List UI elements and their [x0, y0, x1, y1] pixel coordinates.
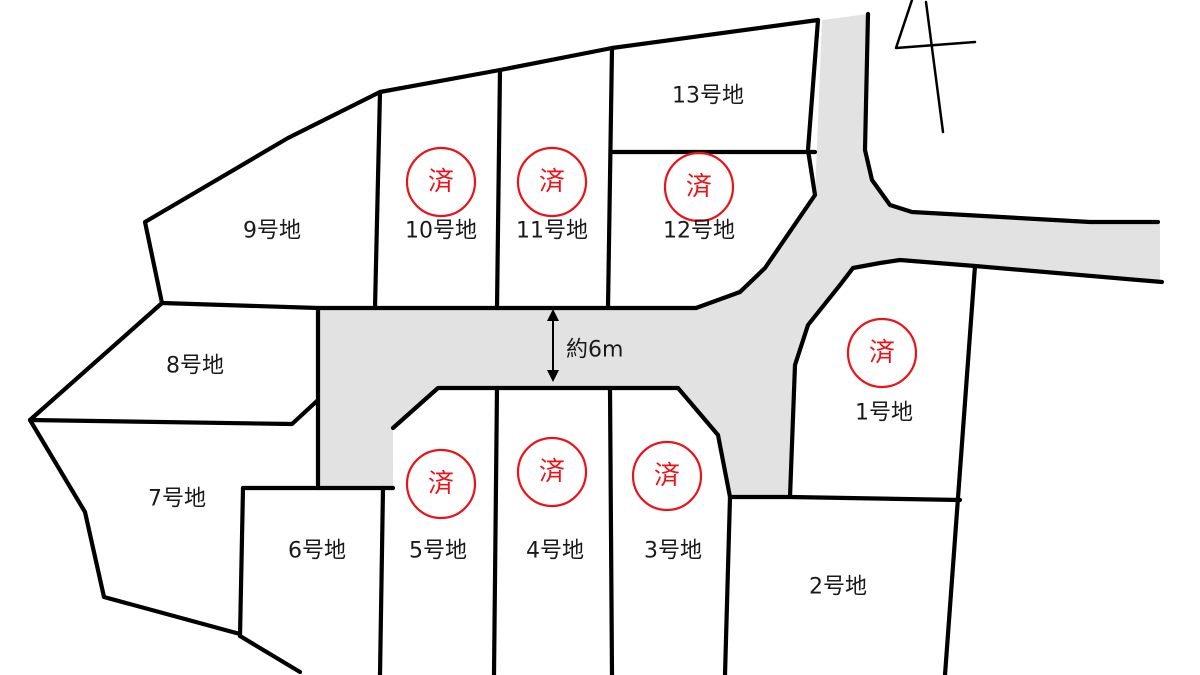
lot-label-4: 4号地	[526, 539, 584, 564]
sold-mark-text: 済	[428, 469, 454, 499]
sold-mark-lot-1: 済	[846, 317, 918, 389]
sold-mark-lot-5: 済	[405, 448, 477, 520]
lot-label-7: 7号地	[148, 487, 206, 512]
lot-label-3: 3号地	[644, 539, 702, 564]
road-width-dimension: 約6m	[547, 309, 623, 382]
lot-label-10: 10号地	[405, 219, 477, 244]
lot-label-13: 13号地	[672, 84, 744, 109]
road-area	[318, 14, 1160, 497]
lot-label-6: 6号地	[288, 539, 346, 564]
sold-mark-text: 済	[539, 167, 565, 197]
lot-boundaries	[27, 17, 978, 675]
lot-label-11: 11号地	[516, 219, 588, 244]
sold-mark-lot-11: 済	[516, 146, 588, 218]
sold-mark-text: 済	[686, 172, 712, 202]
sold-mark-lot-4: 済	[516, 436, 588, 508]
north-arrow-icon	[894, 0, 977, 134]
sold-mark-lot-12: 済	[663, 151, 735, 223]
lot-label-12: 12号地	[663, 219, 735, 244]
lot-label-5: 5号地	[409, 539, 467, 564]
sold-mark-text: 済	[539, 457, 565, 487]
lot-label-9: 9号地	[243, 219, 301, 244]
sold-mark-lot-3: 済	[631, 440, 703, 512]
lot-label-8: 8号地	[166, 354, 224, 379]
sold-mark-text: 済	[654, 461, 680, 491]
sold-mark-lot-10: 済	[405, 146, 477, 218]
road-width-label: 約6m	[566, 338, 623, 363]
lot-label-1: 1号地	[855, 401, 913, 426]
sold-mark-text: 済	[869, 338, 895, 368]
sold-mark-text: 済	[428, 167, 454, 197]
lot-label-2: 2号地	[809, 575, 867, 600]
